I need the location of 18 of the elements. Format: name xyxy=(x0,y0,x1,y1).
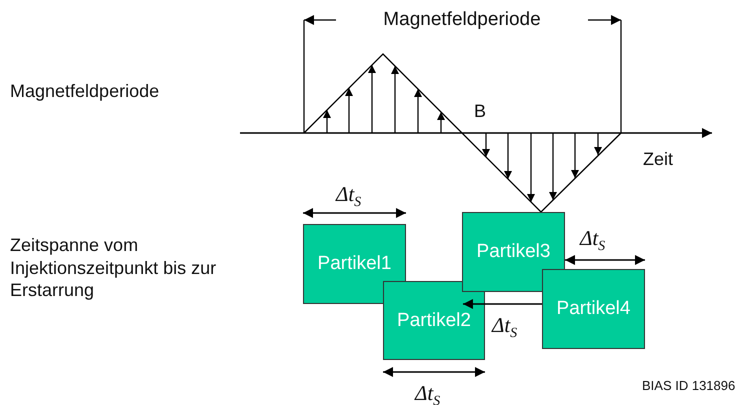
particle-label: Partikel4 xyxy=(556,298,630,320)
description-text: Zeitspanne vom Injektionszeitpunkt bis zur Erstarrung xyxy=(10,234,218,302)
row-label: Magnetfeldperiode xyxy=(10,80,160,102)
particle-label: Partikel3 xyxy=(476,241,550,263)
particle-box xyxy=(383,281,485,360)
time-span-label: Δt$_{S}$ xyxy=(336,181,362,212)
dimension-arrow xyxy=(565,255,645,265)
particle-label: Partikel2 xyxy=(397,310,471,332)
axis-label: Zeit xyxy=(643,148,674,170)
particle-label: Partikel1 xyxy=(318,253,392,275)
period-label: Magnetfeldperiode xyxy=(336,8,588,32)
particle-box xyxy=(542,269,645,349)
particle-box xyxy=(462,212,565,292)
axis-label: B xyxy=(474,100,486,122)
particle-box xyxy=(303,224,406,304)
dimension-arrow xyxy=(462,299,542,309)
source-id: BIAS ID 131896 xyxy=(642,378,736,394)
time-span-label: Δt$_{S}$ xyxy=(415,380,440,405)
